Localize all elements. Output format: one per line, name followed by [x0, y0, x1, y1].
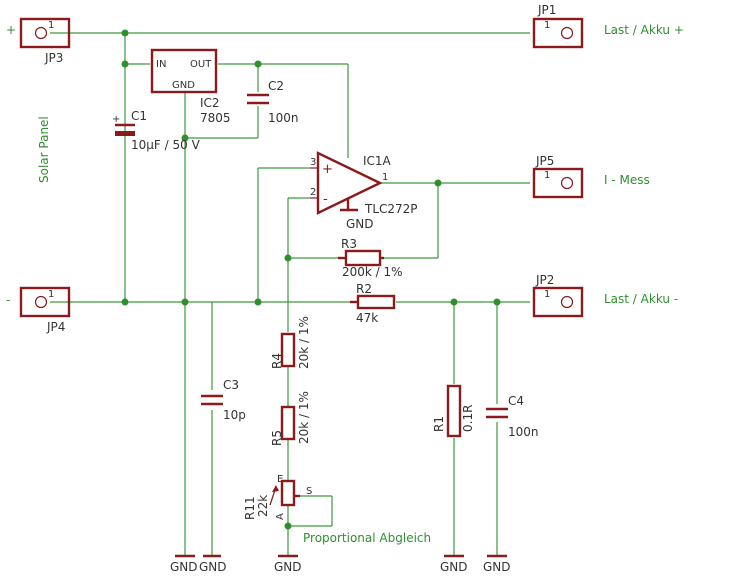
- svg-text:OUT: OUT: [190, 59, 212, 70]
- c4-value: 100n: [508, 425, 539, 439]
- gnd-label: GND: [199, 560, 227, 574]
- r3-name: R3: [341, 237, 357, 251]
- opamp-ic1a: + - 3 2 1 GND IC1A TLC272P: [310, 151, 418, 231]
- gnd-label: GND: [483, 560, 511, 574]
- junction-dots: [121, 29, 501, 530]
- connector-jp2: 1 JP2: [532, 273, 584, 318]
- resistor-r5: R5 20k / 1%: [270, 391, 311, 446]
- svg-text:+: +: [322, 162, 333, 177]
- svg-text:E: E: [277, 474, 283, 485]
- svg-text:S: S: [306, 486, 312, 497]
- resistor-r4: R4 20k / 1%: [270, 316, 311, 369]
- svg-text:3: 3: [310, 157, 316, 168]
- r4-name: R4: [270, 353, 284, 369]
- resistor-r2: R2 47k: [350, 282, 396, 325]
- r2-value: 47k: [356, 311, 378, 325]
- svg-text:1: 1: [48, 20, 54, 31]
- net-last-minus-label: Last / Akku -: [604, 292, 678, 306]
- net-proportional-label: Proportional Abgleich: [303, 531, 431, 545]
- svg-text:IN: IN: [156, 59, 166, 70]
- ic2-value: 7805: [200, 111, 231, 125]
- c4-name: C4: [508, 394, 524, 408]
- ic2-name: IC2: [200, 96, 220, 110]
- wires: [50, 32, 530, 555]
- r5-name: R5: [270, 430, 284, 446]
- c2-value: 100n: [268, 111, 299, 125]
- capacitor-c2: C2 100n: [247, 79, 299, 125]
- capacitor-c4: C4 100n: [486, 394, 539, 439]
- net-minus-label: -: [6, 293, 10, 307]
- c1-value: 10µF / 50 V: [131, 138, 201, 152]
- svg-text:1: 1: [48, 289, 54, 300]
- resistor-r1: R1 0.1R: [432, 384, 475, 438]
- r5-value: 20k / 1%: [297, 391, 311, 444]
- r1-value: 0.1R: [461, 405, 475, 432]
- svg-text:-: -: [323, 192, 328, 207]
- net-plus-label: +: [6, 23, 16, 37]
- ic1-name: IC1A: [363, 154, 392, 168]
- c1-name: C1: [131, 109, 147, 123]
- svg-text:A: A: [275, 513, 286, 520]
- svg-text:1: 1: [382, 172, 388, 183]
- svg-text:1: 1: [544, 20, 550, 31]
- r11-value: 22k: [256, 495, 270, 517]
- c3-value: 10p: [223, 408, 246, 422]
- gnd-label: GND: [440, 560, 468, 574]
- capacitor-c1: + C1 10µF / 50 V: [112, 109, 201, 152]
- jp4-label: JP4: [46, 320, 65, 334]
- r1-name: R1: [432, 416, 446, 432]
- regulator-ic2: IN OUT GND IC2 7805: [150, 48, 231, 125]
- ic1-value: TLC272P: [364, 202, 418, 216]
- svg-text:+: +: [112, 114, 120, 125]
- capacitor-c3: C3 10p: [201, 378, 246, 422]
- connector-jp5: 1 JP5: [532, 154, 584, 199]
- connector-jp4: 1 JP4: [19, 286, 71, 334]
- gnd-label: GND: [274, 560, 302, 574]
- net-solar-panel-label: Solar Panel: [37, 116, 51, 183]
- svg-text:GND: GND: [346, 217, 374, 231]
- jp2-label: JP2: [535, 273, 554, 287]
- c3-name: C3: [223, 378, 239, 392]
- r4-value: 20k / 1%: [297, 316, 311, 369]
- svg-text:GND: GND: [172, 80, 195, 91]
- r3-value: 200k / 1%: [342, 265, 403, 279]
- connector-jp1: 1 JP1: [532, 3, 584, 49]
- svg-text:1: 1: [544, 289, 550, 300]
- resistor-r3: R3 200k / 1%: [338, 237, 403, 279]
- r11-name: R11: [243, 496, 257, 520]
- svg-text:2: 2: [310, 187, 316, 198]
- jp5-label: JP5: [535, 154, 554, 168]
- potentiometer-r11: E S A R11 22k: [243, 474, 312, 520]
- r2-name: R2: [356, 282, 372, 296]
- gnd-symbols: GND GND GND GND GND: [170, 554, 511, 574]
- svg-text:1: 1: [544, 170, 550, 181]
- gnd-label: GND: [170, 560, 198, 574]
- c2-name: C2: [268, 79, 284, 93]
- jp3-label: JP3: [44, 51, 63, 65]
- net-last-plus-label: Last / Akku +: [604, 23, 684, 37]
- net-i-mess-label: I - Mess: [604, 173, 650, 187]
- connector-jp3: 1 JP3: [19, 17, 71, 65]
- jp1-label: JP1: [537, 3, 556, 17]
